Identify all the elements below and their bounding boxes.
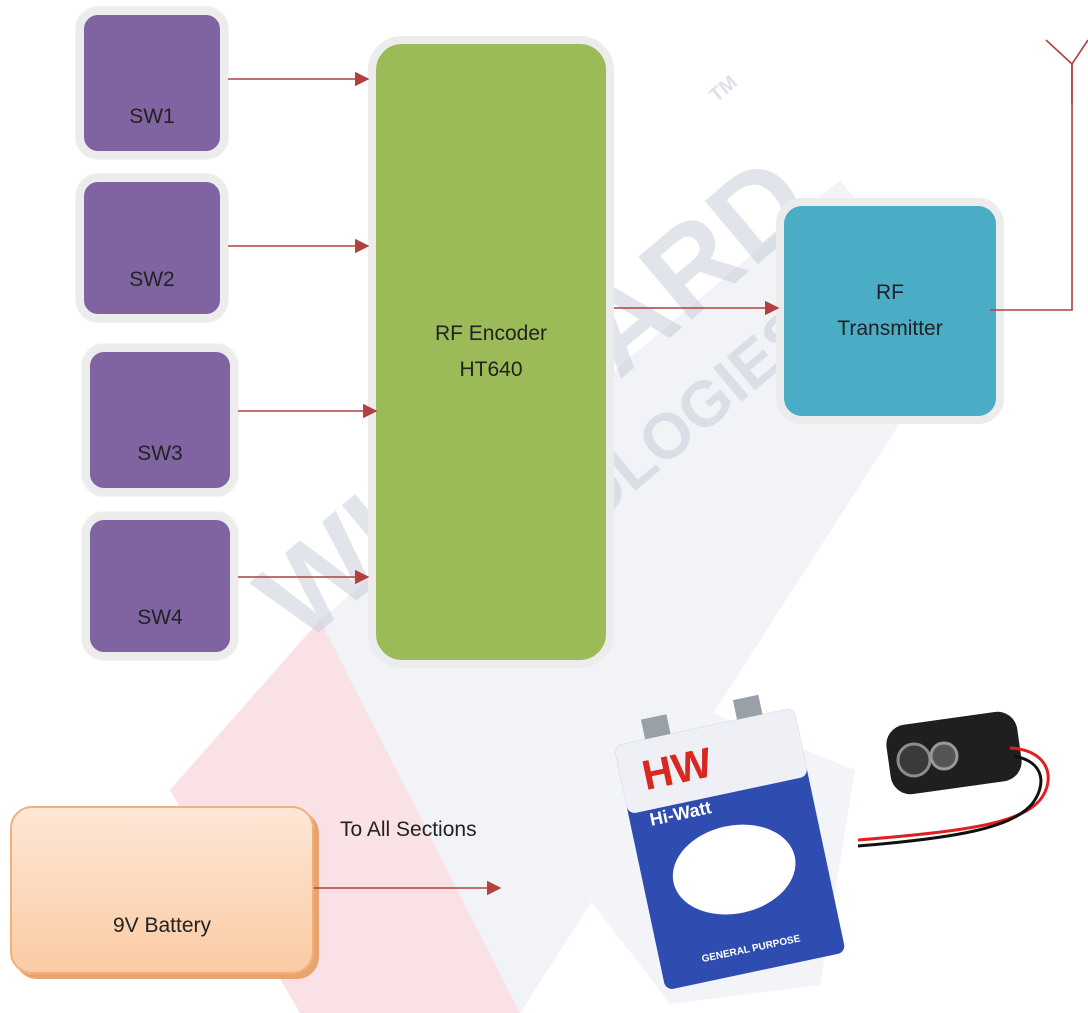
switch-label-sw1: SW1 bbox=[129, 105, 175, 128]
transmitter-label-line1: RF bbox=[876, 281, 904, 304]
antenna-feed bbox=[990, 64, 1073, 311]
switch-label-sw4: SW4 bbox=[137, 606, 183, 629]
transmitter-block: RF Transmitter bbox=[776, 198, 1004, 424]
battery-label: 9V Battery bbox=[112, 914, 212, 937]
battery-snap-connector-icon bbox=[857, 711, 1050, 848]
switch-block-sw2: SW2 bbox=[76, 174, 228, 322]
encoder-block: RF Encoder HT640 bbox=[368, 36, 614, 668]
switch-block-sw3: SW3 bbox=[82, 344, 238, 496]
switch-label-sw2: SW2 bbox=[129, 268, 175, 291]
switch-block-sw1: SW1 bbox=[76, 7, 228, 159]
transmitter-label-line2: Transmitter bbox=[837, 317, 943, 340]
switch-block-sw4: SW4 bbox=[82, 512, 238, 660]
battery-terminal-icon bbox=[640, 714, 671, 740]
encoder-label-line1: RF Encoder bbox=[434, 322, 548, 345]
battery-block: 9V Battery bbox=[10, 806, 314, 974]
switch-label-sw3: SW3 bbox=[137, 442, 183, 465]
power-distribution-label: To All Sections bbox=[340, 818, 477, 841]
encoder-label-line2: HT640 bbox=[459, 358, 523, 381]
antenna-icon bbox=[1045, 39, 1088, 104]
battery-seal bbox=[672, 824, 796, 915]
